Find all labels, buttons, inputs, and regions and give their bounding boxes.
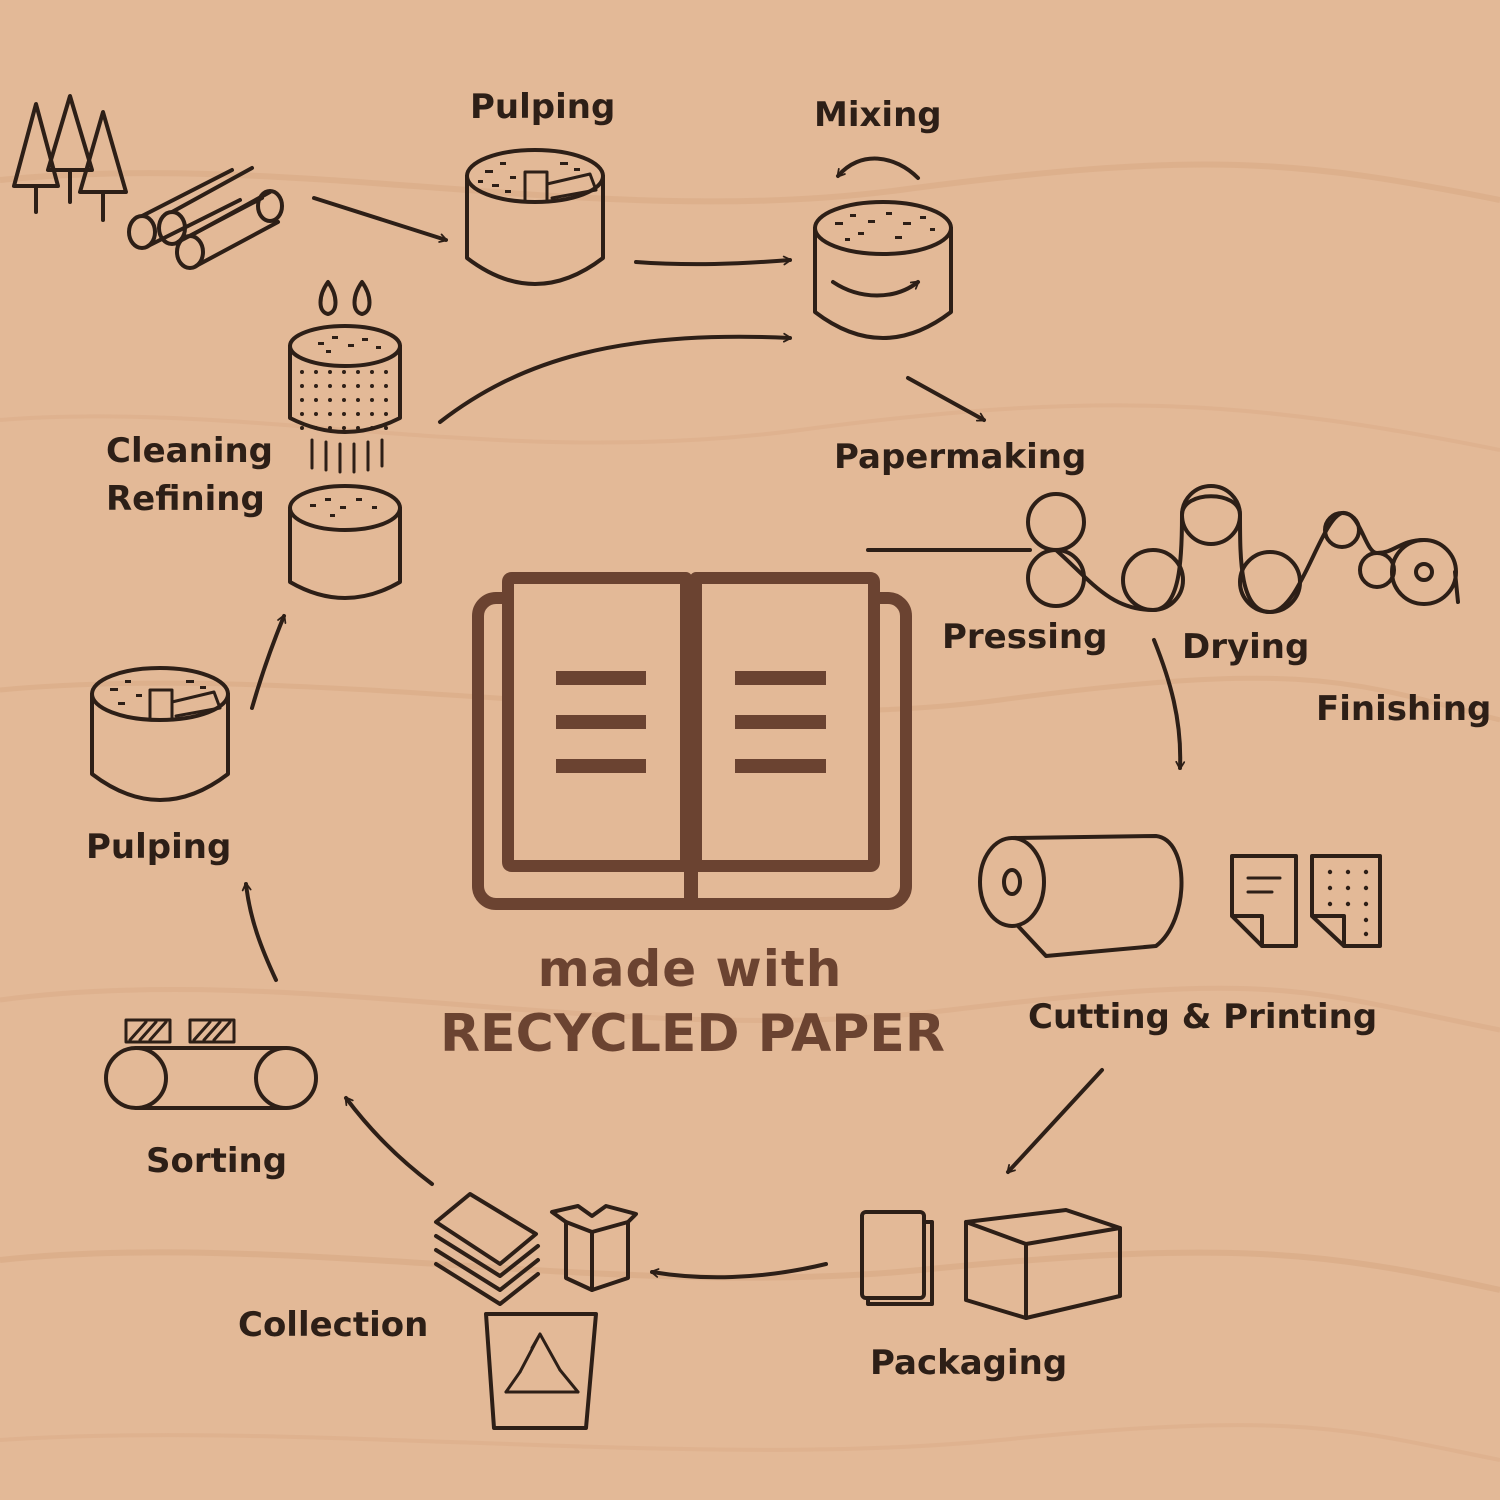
sieve-hole — [342, 426, 346, 430]
stage-label-papermaking: Papermaking — [834, 437, 1087, 477]
sieve-hole — [384, 384, 388, 388]
printed-sheets-icon — [1230, 854, 1382, 948]
stage-label-cleaning: Cleaning — [106, 431, 274, 471]
sieve-hole — [370, 398, 374, 402]
stage-label-mixing: Mixing — [814, 95, 942, 135]
sieve-hole — [328, 370, 332, 374]
sieve-hole — [314, 398, 318, 402]
sieve-hole — [314, 384, 318, 388]
sieve-hole — [300, 398, 304, 402]
sieve-hole — [328, 412, 332, 416]
sieve-hole — [384, 398, 388, 402]
stage-label-pressing: Pressing — [942, 617, 1108, 657]
sieve-hole — [314, 370, 318, 374]
center-title-line2: RECYCLED PAPER — [440, 1004, 945, 1064]
stage-label-sorting: Sorting — [146, 1141, 288, 1181]
sieve-hole — [384, 412, 388, 416]
mixing-vat-icon — [813, 156, 953, 340]
sieve-hole — [342, 412, 346, 416]
recycle-bin-icon — [434, 1192, 638, 1430]
stage-label-packaging: Packaging — [870, 1343, 1068, 1383]
refining-vat-icon — [288, 484, 402, 600]
sieve-hole — [356, 370, 360, 374]
sieve-hole — [356, 412, 360, 416]
sieve-hole — [356, 426, 360, 430]
center-title-line1: made with — [537, 940, 843, 998]
box-icon — [860, 1208, 1122, 1320]
sieve-hole — [356, 398, 360, 402]
sieve-hole — [300, 426, 304, 430]
roller-line-icon — [866, 484, 1460, 614]
sieve-hole — [370, 384, 374, 388]
sieve-hole — [328, 384, 332, 388]
sieve-hole — [356, 384, 360, 388]
stage-label-cutting-printing: Cutting & Printing — [1028, 997, 1378, 1037]
sieve-hole — [300, 412, 304, 416]
sieve-hole — [342, 384, 346, 388]
stage-label-refining: Refining — [106, 479, 265, 519]
sieve-hole — [314, 412, 318, 416]
sieve-hole — [370, 370, 374, 374]
sieve-hole — [384, 370, 388, 374]
sieve-hole — [300, 370, 304, 374]
flow-arrows — [241, 196, 1186, 1280]
sieve-hole — [328, 398, 332, 402]
stage-label-collection: Collection — [238, 1305, 429, 1345]
stage-label-finishing: Finishing — [1316, 689, 1492, 729]
sieve-hole — [314, 426, 318, 430]
pulp-vat-icon — [90, 666, 230, 802]
stage-label-pulping-left: Pulping — [86, 827, 232, 867]
sieve-hole — [384, 426, 388, 430]
sieve-hole — [300, 384, 304, 388]
paper-roll-icon — [978, 834, 1184, 958]
stage-label-pulping-top: Pulping — [470, 87, 616, 127]
sieve-hole — [342, 370, 346, 374]
stage-label-drying: Drying — [1182, 627, 1310, 667]
trees-and-logs-icon — [12, 94, 284, 270]
sieve-hole — [328, 426, 332, 430]
open-book-icon — [472, 572, 912, 910]
cleaning-sieve-icon — [288, 280, 402, 474]
sieve-hole — [370, 412, 374, 416]
sieve-hole — [342, 398, 346, 402]
sieve-hole — [370, 426, 374, 430]
pulp-vat-icon — [465, 148, 605, 286]
conveyor-belt-icon — [104, 1018, 318, 1110]
